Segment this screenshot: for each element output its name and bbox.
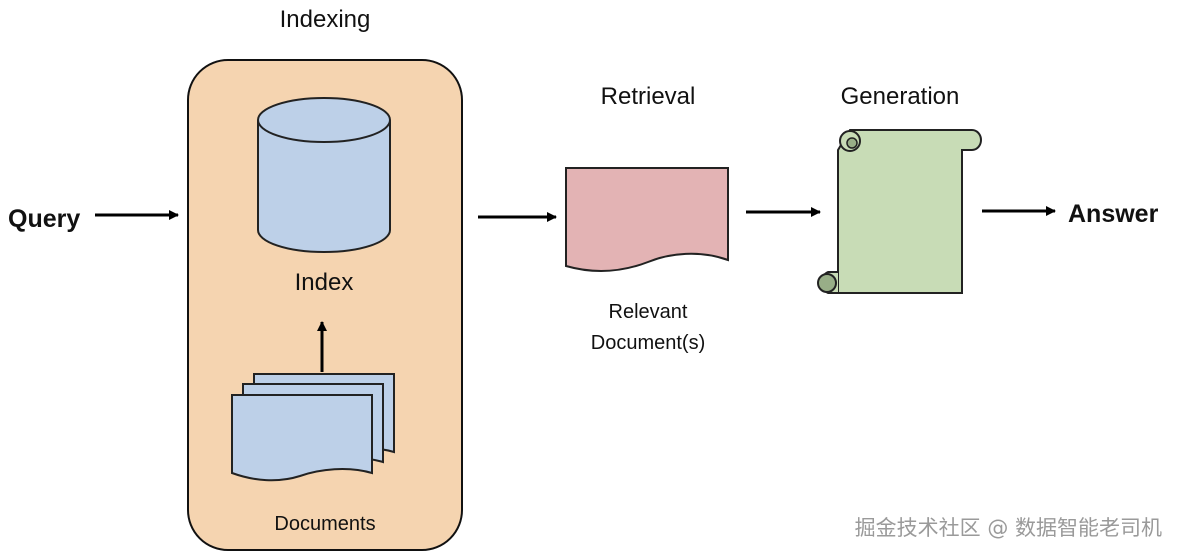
answer-label: Answer	[1068, 200, 1159, 228]
indexing-label: Indexing	[280, 6, 371, 33]
query-label: Query	[8, 205, 80, 233]
database-cylinder-icon	[257, 97, 391, 253]
retrieval-label: Retrieval	[601, 83, 696, 110]
documents-label: Documents	[274, 513, 375, 535]
relevant-document-label-line1: Relevant	[609, 301, 688, 323]
watermark-text: 掘金技术社区 @ 数据智能老司机	[855, 516, 1162, 540]
scroll-icon	[817, 129, 982, 294]
index-label: Index	[295, 269, 354, 296]
document-icon	[565, 167, 729, 272]
document-stack-icon	[231, 373, 395, 482]
generation-label: Generation	[841, 83, 960, 110]
relevant-document-label-line2: Document(s)	[591, 332, 705, 354]
